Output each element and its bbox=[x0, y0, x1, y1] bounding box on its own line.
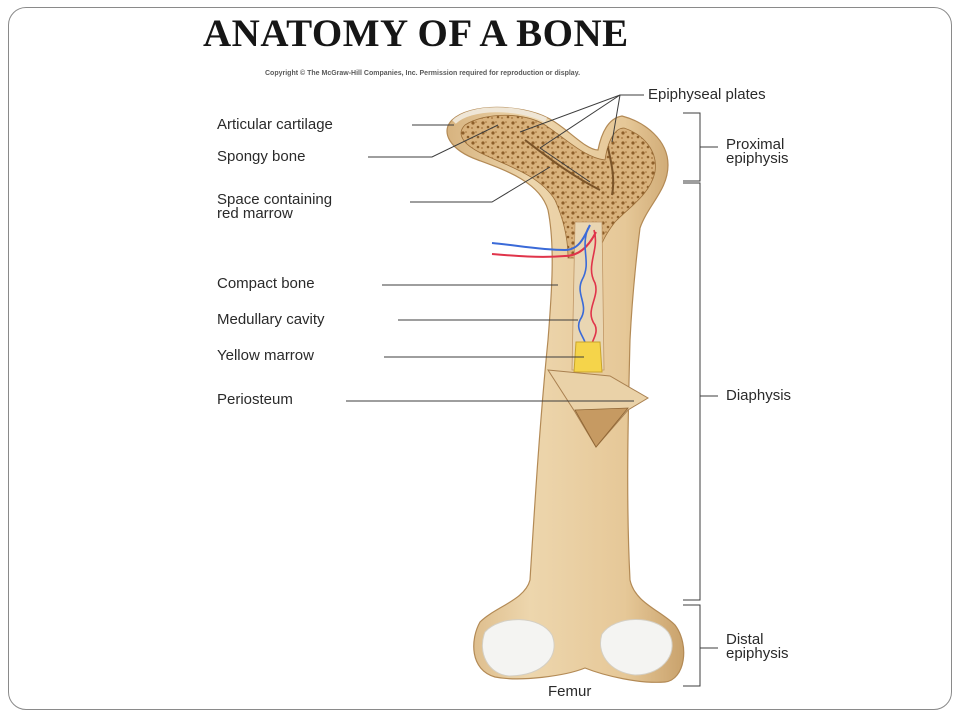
label-yellow-marrow: Yellow marrow bbox=[217, 347, 314, 364]
label-spongy-bone: Spongy bone bbox=[217, 148, 306, 165]
label-distal-line2: epiphysis bbox=[726, 645, 789, 662]
label-diaphysis: Diaphysis bbox=[726, 387, 792, 404]
label-proximal-line2: epiphysis bbox=[726, 150, 789, 167]
slide-title: ANATOMY OF A BONE bbox=[203, 12, 629, 55]
label-articular-cartilage: Articular cartilage bbox=[217, 116, 333, 133]
leader-red-marrow bbox=[410, 166, 551, 203]
articular-cartilage bbox=[452, 107, 548, 124]
spongy-bone-region bbox=[460, 114, 656, 259]
label-space-red-marrow-line1: Space containing bbox=[217, 191, 333, 208]
compact-bone-cone bbox=[574, 407, 629, 448]
epiphyseal-plate bbox=[607, 147, 615, 196]
label-proximal-line1: Proximal bbox=[726, 136, 785, 153]
leader-lines-left bbox=[346, 124, 634, 402]
artery bbox=[589, 229, 597, 356]
bracket-distal bbox=[683, 604, 718, 687]
label-proximal-epiphysis: Proximal epiphysis bbox=[726, 136, 789, 167]
label-space-red-marrow: Space containing red marrow bbox=[217, 191, 333, 222]
lateral-condyle-cartilage bbox=[600, 619, 673, 676]
yellow-marrow bbox=[573, 341, 603, 373]
diagram-caption: Femur bbox=[548, 683, 592, 700]
label-medullary-cavity: Medullary cavity bbox=[217, 311, 325, 328]
label-distal-epiphysis: Distal epiphysis bbox=[726, 631, 789, 662]
vein bbox=[577, 227, 589, 353]
periosteum-cut bbox=[547, 369, 649, 448]
bracket-diaphysis bbox=[683, 182, 718, 601]
leader-spongy-bone bbox=[368, 124, 499, 158]
brackets-right bbox=[683, 112, 718, 687]
label-periosteum: Periosteum bbox=[217, 391, 293, 408]
epiphyseal-plate bbox=[524, 139, 601, 191]
bracket-proximal bbox=[683, 112, 718, 182]
copyright-notice: Copyright © The McGraw-Hill Companies, I… bbox=[265, 70, 581, 77]
label-epiphyseal-plates: Epiphyseal plates bbox=[648, 86, 766, 103]
medial-condyle-cartilage bbox=[481, 619, 555, 677]
artery bbox=[491, 231, 597, 258]
label-space-red-marrow-line2: red marrow bbox=[217, 205, 293, 222]
label-compact-bone: Compact bone bbox=[217, 275, 315, 292]
leader-epiphyseal bbox=[519, 94, 644, 183]
label-distal-line1: Distal bbox=[726, 631, 764, 648]
vein bbox=[491, 224, 591, 252]
